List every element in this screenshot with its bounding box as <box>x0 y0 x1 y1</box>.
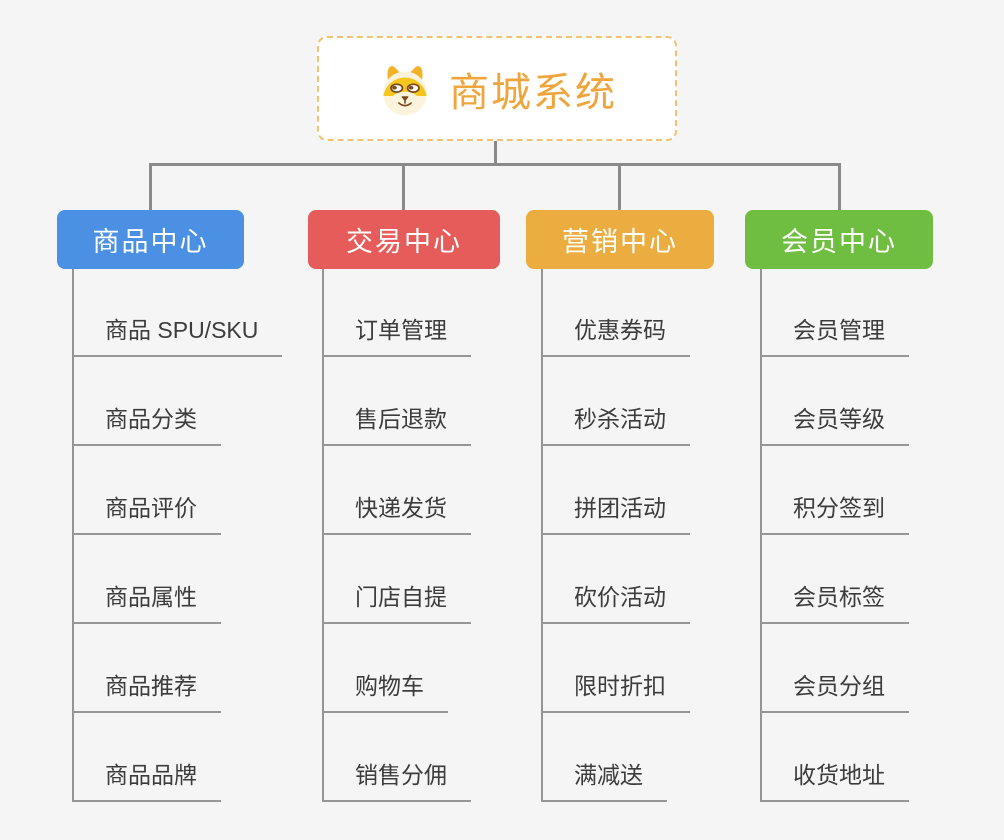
leaf-node[interactable]: 秒杀活动 <box>541 402 690 446</box>
leaf-node[interactable]: 商品 SPU/SKU <box>72 313 283 357</box>
leaf-node[interactable]: 商品属性 <box>72 580 221 624</box>
children-line-member <box>760 269 762 802</box>
branch-node-marketing-center[interactable]: 营销中心 <box>526 210 714 269</box>
leaf-node[interactable]: 优惠券码 <box>541 313 690 357</box>
branch-drop-connector <box>149 164 152 210</box>
root-node-title: 商城系统 <box>449 70 617 115</box>
root-node[interactable]: 商城系统 <box>317 36 677 141</box>
leaf-node[interactable]: 商品推荐 <box>72 669 221 713</box>
leaf-node[interactable]: 会员标签 <box>760 580 909 624</box>
children-line-trade <box>322 269 324 802</box>
leaf-node[interactable]: 快递发货 <box>322 491 471 535</box>
leaf-node[interactable]: 拼团活动 <box>541 491 690 535</box>
leaf-node[interactable]: 积分签到 <box>760 491 909 535</box>
branch-node-member-center[interactable]: 会员中心 <box>745 210 933 269</box>
leaf-node[interactable]: 订单管理 <box>322 313 471 357</box>
leaf-node[interactable]: 门店自提 <box>322 580 471 624</box>
branch-drop-connector <box>838 164 841 210</box>
branch-rail-connector <box>149 163 841 166</box>
leaf-node[interactable]: 会员等级 <box>760 402 909 446</box>
leaf-node[interactable]: 售后退款 <box>322 402 471 446</box>
children-line-marketing <box>541 269 543 802</box>
children-line-product <box>72 269 74 802</box>
leaf-node[interactable]: 商品品牌 <box>72 758 221 802</box>
root-stem-connector <box>494 140 497 166</box>
leaf-node[interactable]: 购物车 <box>322 669 448 713</box>
leaf-node[interactable]: 会员分组 <box>760 669 909 713</box>
leaf-node[interactable]: 收货地址 <box>760 758 909 802</box>
dog-face-icon <box>383 65 427 115</box>
branch-node-trade-center[interactable]: 交易中心 <box>308 210 500 269</box>
leaf-node[interactable]: 会员管理 <box>760 313 909 357</box>
leaf-node[interactable]: 满减送 <box>541 758 667 802</box>
leaf-node[interactable]: 商品分类 <box>72 402 221 446</box>
branch-drop-connector <box>402 164 405 210</box>
branch-node-product-center[interactable]: 商品中心 <box>57 210 244 269</box>
leaf-node[interactable]: 销售分佣 <box>322 758 471 802</box>
leaf-node[interactable]: 砍价活动 <box>541 580 690 624</box>
leaf-node[interactable]: 限时折扣 <box>541 669 690 713</box>
branch-drop-connector <box>618 164 621 210</box>
leaf-node[interactable]: 商品评价 <box>72 491 221 535</box>
